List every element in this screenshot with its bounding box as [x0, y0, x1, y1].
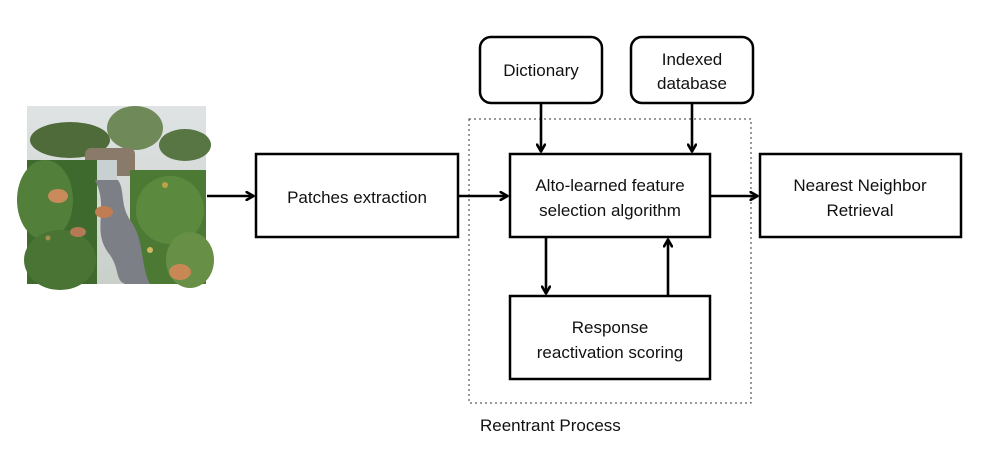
- dictionary-node: Dictionary: [478, 35, 604, 105]
- nearest-neighbor-node: Nearest Neighbor Retrieval: [758, 152, 963, 239]
- garden-stream-photo: [17, 106, 214, 290]
- feature-selection-node: Alto-learned feature selection algorithm: [508, 152, 712, 239]
- response-scoring-label-line1: Response: [572, 318, 649, 337]
- database-label-line2: database: [657, 74, 727, 93]
- patches-extraction-node: Patches extraction: [254, 152, 460, 239]
- feature-selection-label-line2: selection algorithm: [539, 201, 681, 220]
- patches-extraction-label: Patches extraction: [287, 188, 427, 207]
- nearest-neighbor-label-line2: Retrieval: [826, 201, 893, 220]
- indexed-database-node: Indexed database: [629, 35, 755, 105]
- response-scoring-label-line2: reactivation scoring: [537, 343, 683, 362]
- response-scoring-node: Response reactivation scoring: [508, 294, 712, 381]
- database-label-line1: Indexed: [662, 50, 723, 69]
- reentrant-process-region: [468, 118, 752, 404]
- nearest-neighbor-label-line1: Nearest Neighbor: [793, 176, 927, 195]
- dictionary-label: Dictionary: [503, 61, 579, 80]
- reentrant-process-label: Reentrant Process: [480, 416, 621, 435]
- feature-selection-label-line1: Alto-learned feature: [535, 176, 684, 195]
